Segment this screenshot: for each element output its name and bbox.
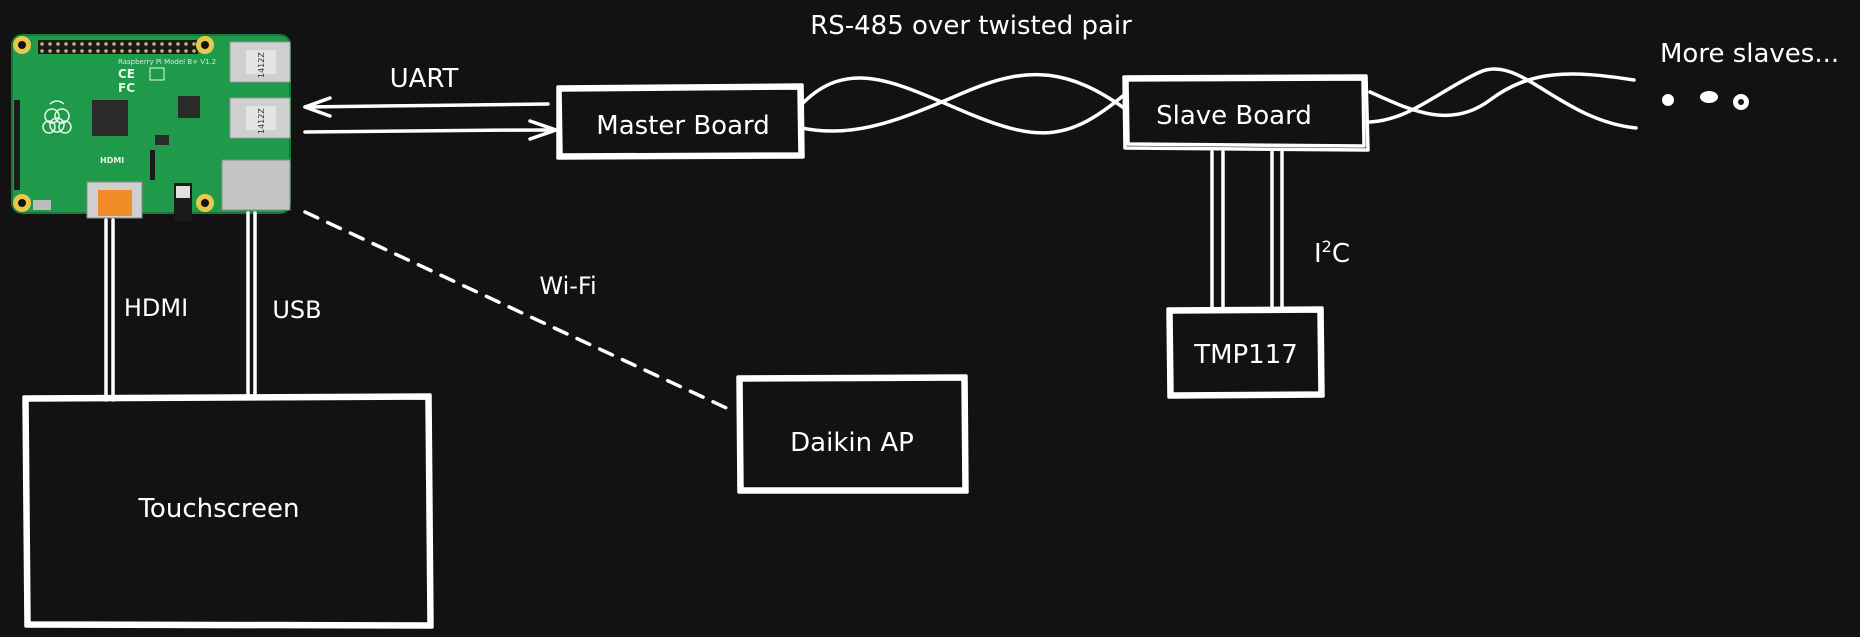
rs485-label: RS-485 over twisted pair: [810, 11, 1132, 41]
master-board-node: [556, 83, 805, 160]
svg-text:FC: FC: [118, 81, 135, 95]
uart-label: UART: [390, 64, 459, 94]
svg-text:1412Z: 1412Z: [257, 52, 266, 78]
uart-link: [303, 96, 558, 141]
tmp117-label: TMP117: [1193, 340, 1298, 370]
usb-label: USB: [272, 296, 321, 324]
touchscreen-label: Touchscreen: [137, 494, 299, 524]
more-slaves-twisted-pair: [1368, 67, 1638, 130]
soc-chip: [92, 100, 128, 136]
hdmi-silkscreen: HDMI: [100, 156, 124, 165]
hdmi-label: HDMI: [124, 294, 188, 322]
daikin-ap-node: [736, 374, 969, 494]
rs485-twisted-pair: [800, 72, 1126, 135]
svg-text:1412Z: 1412Z: [257, 108, 266, 134]
i2c-label: I2C: [1314, 237, 1350, 269]
hdmi-cable: [104, 218, 115, 402]
daikin-ap-label: Daikin AP: [790, 428, 914, 458]
touchscreen-node: [22, 393, 434, 629]
slave-board-label: Slave Board: [1156, 101, 1312, 131]
raspberry-logo: [42, 100, 72, 134]
usb-ports: 1412Z 1412Z: [229, 41, 291, 139]
micro-usb-port: [33, 200, 51, 210]
ellipsis-dots: [1662, 91, 1749, 110]
i2c-link: [1210, 150, 1284, 312]
slave-board-node: [1122, 74, 1370, 152]
ethernet-port: [221, 159, 291, 211]
usb-cable: [246, 211, 257, 399]
raspberry-pi-board: Raspberry Pi Model B+ V1.2 CE FC HDMI 14…: [11, 34, 291, 221]
tmp117-node: [1166, 306, 1325, 399]
svg-text:Raspberry Pi Model B+ V1.2: Raspberry Pi Model B+ V1.2: [118, 58, 216, 66]
wifi-label: Wi-Fi: [539, 272, 596, 300]
wifi-link: [303, 210, 737, 414]
master-board-label: Master Board: [596, 111, 769, 141]
svg-text:CE: CE: [118, 67, 135, 81]
usb-lan-chip: [178, 96, 200, 118]
more-slaves-label: More slaves...: [1660, 39, 1839, 69]
small-chip: [155, 135, 169, 145]
mounting-holes: [13, 36, 214, 212]
gpio-header: [38, 40, 198, 54]
